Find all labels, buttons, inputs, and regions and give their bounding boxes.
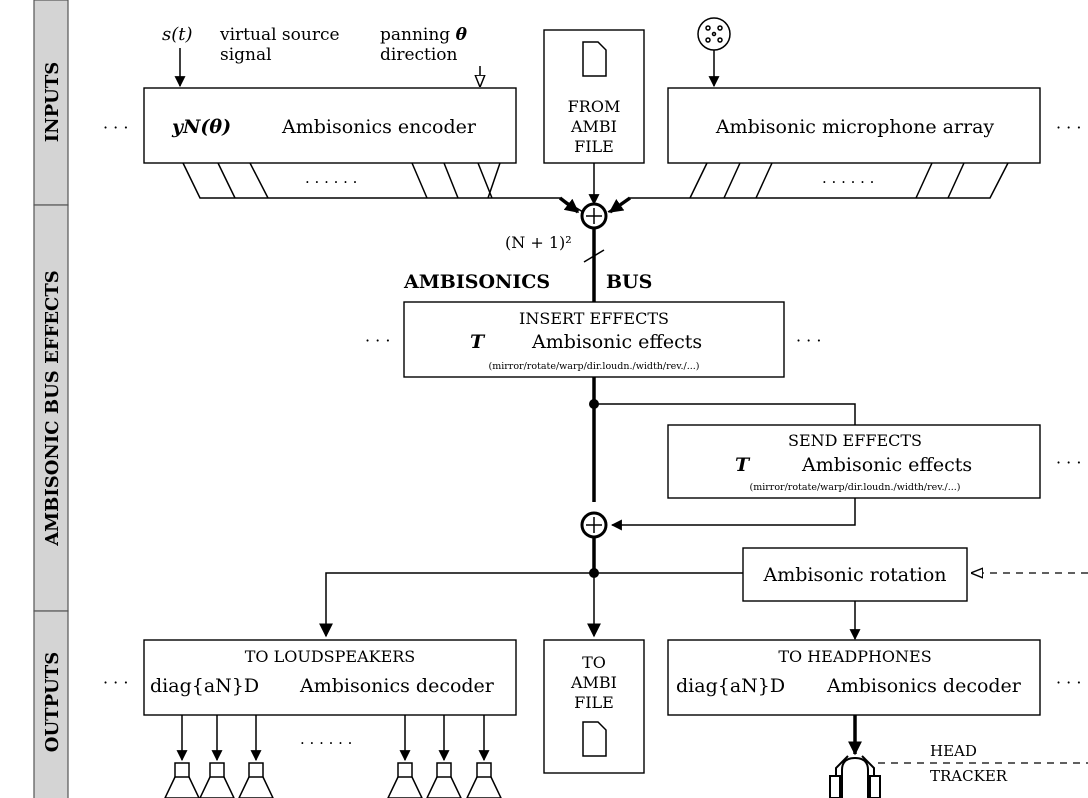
hp-right-ellipsis: · · · <box>1056 673 1081 692</box>
from-ambi-file-box <box>543 29 645 164</box>
sidebar: INPUTS AMBISONIC BUS EFFECTS OUTPUTS <box>33 0 69 798</box>
rotation-label: Ambisonic rotation <box>762 564 946 586</box>
headphones-icon <box>829 755 881 798</box>
from-file-label-line2: AMBI <box>570 117 617 136</box>
insert-effects: · · · INSERT EFFECTS T Ambisonic effects… <box>365 301 821 378</box>
insert-effects-title: INSERT EFFECTS <box>519 309 669 328</box>
ambisonic-rotation: Ambisonic rotation <box>742 547 968 602</box>
to-file-label-line3: FILE <box>574 693 614 712</box>
ls-left-ellipsis: · · · <box>103 673 128 692</box>
microphone-channel-fan <box>607 162 1009 213</box>
panning-label-line1: panning θ <box>380 25 468 45</box>
sidebar-label-bus-effects: AMBISONIC BUS EFFECTS <box>42 270 63 547</box>
send-effects-subtitle: (mirror/rotate/warp/dir.loudn./width/rev… <box>749 482 960 493</box>
from-file-label-line3: FILE <box>574 137 614 156</box>
speaker-icon <box>387 762 423 798</box>
send-return-line <box>610 498 856 531</box>
send-effects-box <box>667 424 1041 499</box>
outputs-section: · · · TO LOUDSPEAKERS diag{aN}D Ambisoni… <box>103 639 1088 798</box>
insert-effects-box <box>403 301 785 378</box>
sidebar-label-inputs: INPUTS <box>42 62 63 143</box>
headphone-decoder-formula: diag{aN}D <box>676 675 785 697</box>
panning-label-line2: direction <box>380 45 458 65</box>
encoder-fan-ellipsis: · · · · · · <box>305 173 357 191</box>
sidebar-section-bus-effects <box>33 204 69 612</box>
ambisonics-encoder-box <box>143 87 517 164</box>
loudspeaker-ellipsis: · · · · · · <box>300 734 352 752</box>
insert-effects-symbol: T <box>470 331 486 353</box>
speaker-icon <box>199 762 235 798</box>
loudspeaker-icons <box>164 762 502 798</box>
headphone-decoder-box <box>667 639 1041 716</box>
loudspeaker-decoder-box <box>143 639 517 716</box>
send-effects: SEND EFFECTS T Ambisonic effects (mirror… <box>667 424 1081 499</box>
head-tracker-label-line2: TRACKER <box>930 767 1008 785</box>
to-file-label-line2: AMBI <box>570 673 617 692</box>
headphone-title: TO HEADPHONES <box>778 647 931 666</box>
encoder-label: Ambisonics encoder <box>281 116 477 138</box>
send-right-ellipsis: · · · <box>1056 453 1081 472</box>
source-signal-symbol: s(t) <box>162 24 193 45</box>
loudspeaker-title: TO LOUDSPEAKERS <box>245 647 416 666</box>
input-summing-node <box>580 202 608 230</box>
insert-effects-subtitle: (mirror/rotate/warp/dir.loudn./width/rev… <box>488 361 699 372</box>
microphone-array-box <box>667 87 1041 164</box>
encoder-to-sum-arrow <box>558 196 580 214</box>
mic-fan-ellipsis: · · · · · · <box>822 173 874 191</box>
output-file-icon <box>582 721 607 757</box>
sidebar-section-inputs <box>33 0 69 206</box>
source-signal-label-line2: signal <box>220 45 272 65</box>
send-effects-title: SEND EFFECTS <box>788 431 922 450</box>
send-branch-line <box>594 403 856 425</box>
microphone-array-icon <box>697 17 731 51</box>
to-ambi-file-box <box>543 639 645 774</box>
file-icon <box>582 41 607 77</box>
headphone-decoder-label: Ambisonics decoder <box>826 675 1022 697</box>
encoder-formula: yN(θ) <box>171 116 231 138</box>
bus-label-left: AMBISONICS <box>403 271 550 293</box>
speaker-icon <box>238 762 274 798</box>
bus-to-loudspeakers-arrow <box>319 572 594 638</box>
speaker-icon <box>466 762 502 798</box>
mic-right-ellipsis: · · · <box>1056 118 1081 137</box>
mic-to-sum-arrow <box>608 196 632 214</box>
send-effects-label: Ambisonic effects <box>801 454 972 476</box>
sidebar-section-outputs <box>33 610 69 798</box>
loudspeaker-decoder-label: Ambisonics decoder <box>299 675 495 697</box>
inputs-section: s(t) virtual source signal panning θ dir… <box>103 17 1081 214</box>
ambisonics-bus: (N + 1)² AMBISONICS BUS <box>403 228 652 302</box>
insert-right-ellipsis: · · · <box>796 331 821 350</box>
insert-left-ellipsis: · · · <box>365 331 390 350</box>
loudspeaker-arrows <box>176 715 490 762</box>
source-signal-label-line1: virtual source <box>219 25 340 45</box>
loudspeaker-decoder-formula: diag{aN}D <box>150 675 259 697</box>
microphone-array-label: Ambisonic microphone array <box>715 116 995 138</box>
encoder-channel-fan <box>182 162 584 213</box>
insert-effects-label: Ambisonic effects <box>531 331 702 353</box>
from-file-label-line1: FROM <box>568 97 621 116</box>
send-summing-node <box>580 511 608 539</box>
to-file-label-line1: TO <box>582 653 606 672</box>
bus-width-slash <box>583 249 605 263</box>
sidebar-label-outputs: OUTPUTS <box>42 652 63 752</box>
speaker-icon <box>426 762 462 798</box>
encoder-left-ellipsis: · · · <box>103 118 128 137</box>
bus-label-right: BUS <box>606 271 652 293</box>
bus-channel-count: (N + 1)² <box>505 233 572 252</box>
send-effects-symbol: T <box>735 454 751 476</box>
speaker-icon <box>164 762 200 798</box>
head-tracker-label-line1: HEAD <box>930 742 977 760</box>
theta-symbol: θ <box>456 25 468 45</box>
